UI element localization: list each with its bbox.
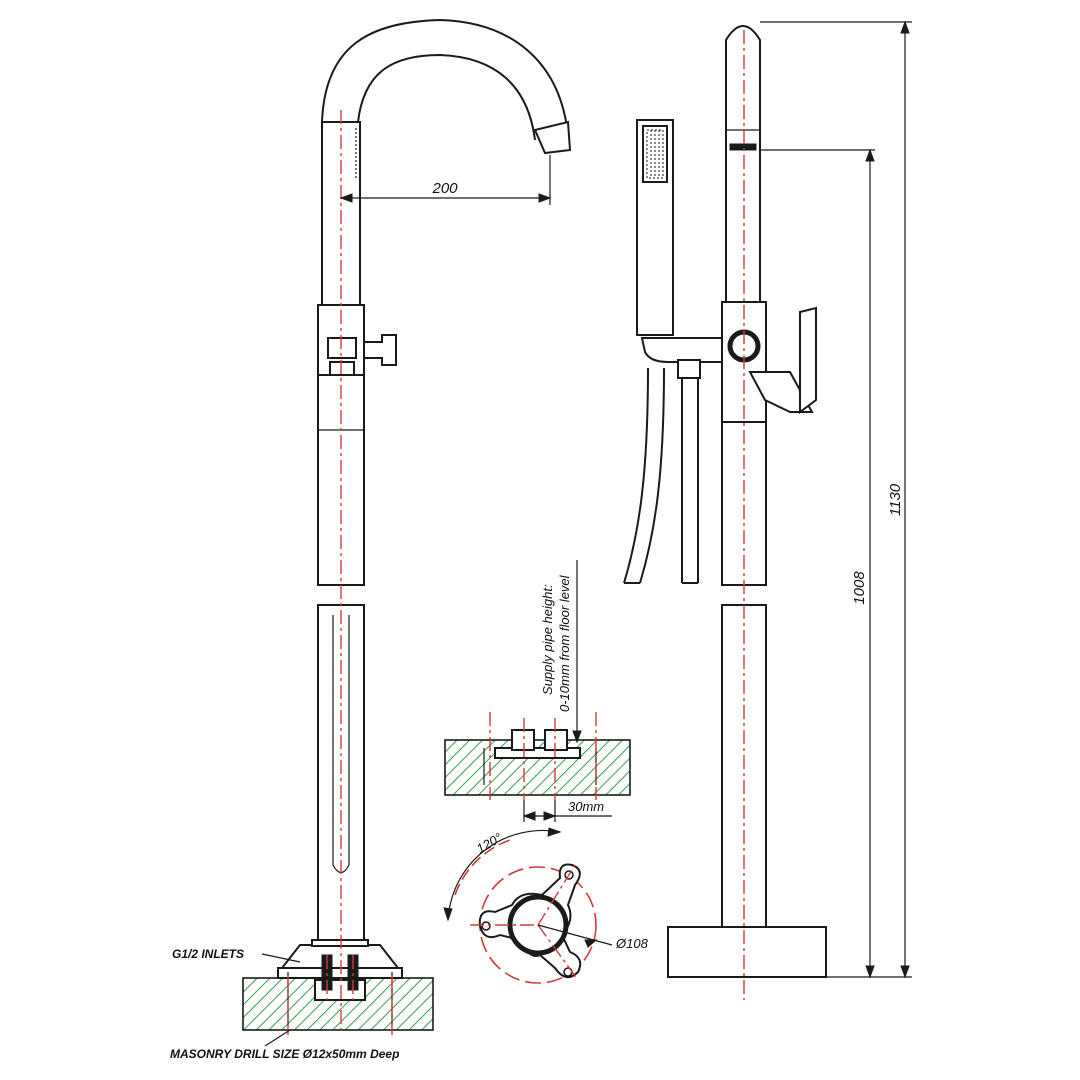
shower-holder xyxy=(640,337,723,363)
spout-tip xyxy=(533,120,572,155)
spout-arc xyxy=(321,18,569,136)
shower-nozzles xyxy=(646,129,664,179)
outlet-height-label: 1008 xyxy=(851,571,868,605)
supply-pipe-height-label: Supply pipe height: xyxy=(540,584,555,695)
bolt-angle-label: 120° xyxy=(474,830,505,856)
supply-pipe-section: Supply pipe height: 0-10mm from floor le… xyxy=(444,560,631,822)
inlets-label: G1/2 INLETS xyxy=(172,947,244,961)
base-plinth xyxy=(667,926,827,978)
inlet-spacing-label: 30mm xyxy=(568,799,604,814)
spout-arc-inner xyxy=(357,53,536,141)
hose-right xyxy=(681,378,699,583)
base-diameter-label: Ø108 xyxy=(615,936,649,951)
base-plan-view: 120° Ø108 xyxy=(443,827,649,984)
overall-height-label: 1130 xyxy=(887,483,904,516)
spout-reach-label: 200 xyxy=(431,180,458,197)
hose-left xyxy=(623,367,649,584)
side-elevation-view: 200 G1/2 INLETS MASONRY DRILL SIZE Ø12x5… xyxy=(170,18,572,1061)
masonry-drill-label: MASONRY DRILL SIZE Ø12x50mm Deep xyxy=(170,1047,399,1061)
base-flange xyxy=(279,944,401,969)
supply-pipe-floor-label: 0-10mm from floor level xyxy=(557,574,572,712)
front-elevation-view: 1130 1008 xyxy=(623,20,912,1000)
handle-side xyxy=(363,334,397,366)
main-column-top xyxy=(725,25,761,306)
